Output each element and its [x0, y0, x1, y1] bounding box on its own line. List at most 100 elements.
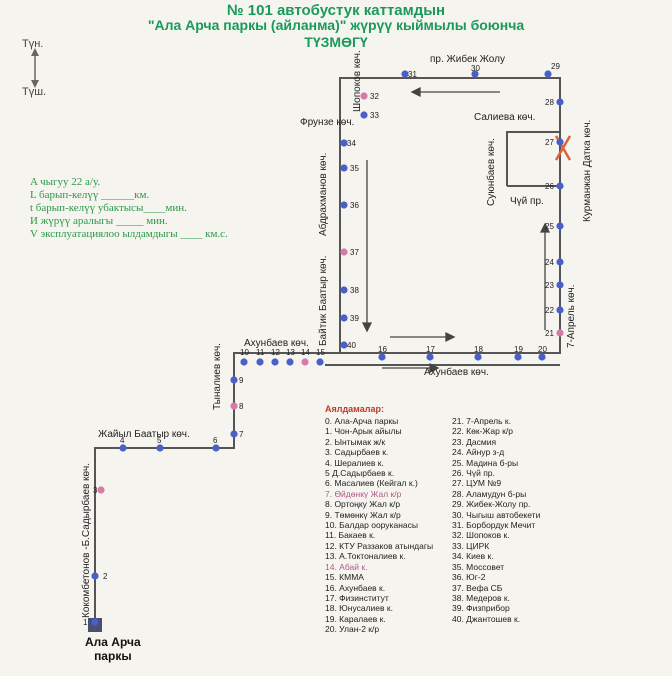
stop-legend-item: 37. Вефа СБ	[452, 582, 503, 593]
stop-marker-7	[230, 430, 238, 438]
stop-marker-9	[230, 376, 238, 384]
info-line-2: L барып-келүү ______км.	[30, 189, 150, 201]
stop-marker-3	[97, 486, 105, 494]
stop-legend-item: 26. Чүй пр.	[452, 468, 495, 479]
stop-number-10: 10	[240, 348, 249, 357]
stop-marker-31	[401, 70, 409, 78]
title-line-3: ТҮЗМӨГҮ	[304, 34, 368, 50]
stop-marker-8	[230, 402, 238, 410]
compass-arrow-icon	[31, 48, 39, 88]
stop-number-32: 32	[370, 92, 379, 101]
stop-number-31: 31	[408, 70, 417, 79]
stop-legend-item: 33. ЦИРК	[452, 540, 490, 551]
stop-legend-item: 32. Шопоков к.	[452, 530, 510, 541]
stop-number-40: 40	[347, 341, 356, 350]
compass-north: Түн.	[22, 38, 44, 50]
stop-number-18: 18	[474, 345, 483, 354]
stop-number-23: 23	[545, 281, 554, 290]
stop-marker-26	[556, 182, 564, 190]
stop-legend-item: 7. Өйдөнкү Жал к/р	[325, 488, 402, 499]
stop-legend-item: 23. Дасмия	[452, 436, 497, 447]
stop-number-17: 17	[426, 345, 435, 354]
stop-number-35: 35	[350, 164, 359, 173]
info-line-3: t барып-келүү убактысы____мин.	[30, 202, 187, 214]
info-line-5: V эксплуатациялоо ылдамдыгы ____ км.с.	[30, 228, 228, 240]
stop-legend-item: 35. Моссовет	[452, 561, 505, 572]
street-label-chui: Чүй пр.	[510, 196, 544, 207]
stop-marker-10	[240, 358, 248, 366]
stop-markers	[91, 70, 564, 626]
stop-legend-item: 40. Джантошев к.	[452, 613, 521, 624]
stop-marker-16	[378, 353, 386, 361]
stop-legend-item: 9. Төмөнкү Жал к/р	[325, 509, 401, 520]
stop-marker-40	[340, 341, 348, 349]
stop-number-24: 24	[545, 258, 554, 267]
stop-marker-30	[471, 70, 479, 78]
street-label-aprel: 7-Апрель көч.	[566, 284, 577, 348]
street-label-akhunbaev-top: Ахунбаев көч.	[244, 338, 309, 349]
stop-legend-item: 11. Бакаев к.	[325, 530, 376, 541]
stop-legend-item: 24. Айнур з-д	[452, 447, 505, 458]
stop-marker-28	[556, 98, 564, 106]
street-label-suyunbaev: Суюнбаев көч.	[486, 138, 497, 206]
stop-legend-item: 25. Мадина б-ры	[452, 457, 519, 468]
stop-number-38: 38	[350, 286, 359, 295]
stop-legend-item: 0. Ала-Арча паркы	[325, 416, 399, 426]
stop-marker-14	[301, 358, 309, 366]
stop-number-20: 20	[538, 345, 547, 354]
street-label-kurmanjan: Курманжан Датка көч.	[582, 119, 593, 222]
stop-marker-20	[538, 353, 546, 361]
stop-number-33: 33	[370, 111, 379, 120]
title-line-1: № 101 автобустук каттамдын	[226, 2, 446, 19]
stop-marker-37	[340, 248, 348, 256]
compass-south: Түш.	[22, 86, 47, 98]
stop-number-39: 39	[350, 314, 359, 323]
stop-number-25: 25	[545, 222, 554, 231]
street-label-baitik: Байтик Баатыр көч.	[318, 255, 329, 346]
start-label-line-1: Ала Арча	[85, 635, 141, 649]
street-label-tynaliev: Тыналиев көч.	[212, 343, 223, 410]
stop-marker-35	[340, 164, 348, 172]
stop-legend-item: 13. А.Токтоналиев к.	[325, 551, 406, 562]
street-label-shopokov: Шопоков көч.	[352, 50, 363, 112]
stop-number-19: 19	[514, 345, 523, 354]
stop-legend-item: 27. ЦУМ №9	[452, 478, 502, 489]
stop-legend-item: 34. Киев к.	[452, 551, 494, 562]
stop-number-8: 8	[239, 402, 244, 411]
stop-number-29: 29	[551, 62, 560, 71]
stop-number-21: 21	[545, 329, 554, 338]
stop-number-12: 12	[271, 348, 280, 357]
stop-number-13: 13	[286, 348, 295, 357]
stop-legend-item: 4. Шералиев к.	[325, 457, 384, 468]
stop-marker-24	[556, 258, 564, 266]
stop-legend-item: 22. Көк-Жар к/р	[452, 426, 513, 437]
stop-number-27: 27	[545, 138, 554, 147]
stop-marker-15	[316, 358, 324, 366]
stop-marker-4	[119, 444, 127, 452]
start-label-line-2: паркы	[94, 649, 132, 663]
stop-legend-item: 28. Аламудун б-ры	[452, 488, 527, 499]
start-label: Ала Арча паркы	[85, 635, 141, 663]
stop-number-7: 7	[239, 430, 244, 439]
stop-legend-item: 16. Ахунбаев к.	[325, 582, 386, 593]
stop-number-1: 1	[83, 618, 88, 627]
route-line	[94, 77, 561, 622]
street-label-zhaiyl: Жайыл Баатыр көч.	[98, 429, 190, 440]
stop-number-3: 3	[93, 486, 98, 495]
stop-marker-5	[156, 444, 164, 452]
stop-marker-18	[474, 353, 482, 361]
stop-number-26: 26	[545, 182, 554, 191]
stop-legend-item: 38. Медеров к.	[452, 592, 510, 603]
stops-legend-header: Аялдамалар:	[325, 404, 384, 414]
stop-number-14: 14	[301, 348, 310, 357]
stop-number-4: 4	[120, 436, 125, 445]
stop-legend-item: 19. Каралаев к.	[325, 613, 386, 624]
stop-marker-25	[556, 222, 564, 230]
stop-number-34: 34	[347, 139, 356, 148]
direction-arrows	[361, 86, 551, 374]
stop-marker-39	[340, 314, 348, 322]
stop-marker-22	[556, 306, 564, 314]
stop-number-5: 5	[157, 436, 162, 445]
stop-marker-23	[556, 281, 564, 289]
